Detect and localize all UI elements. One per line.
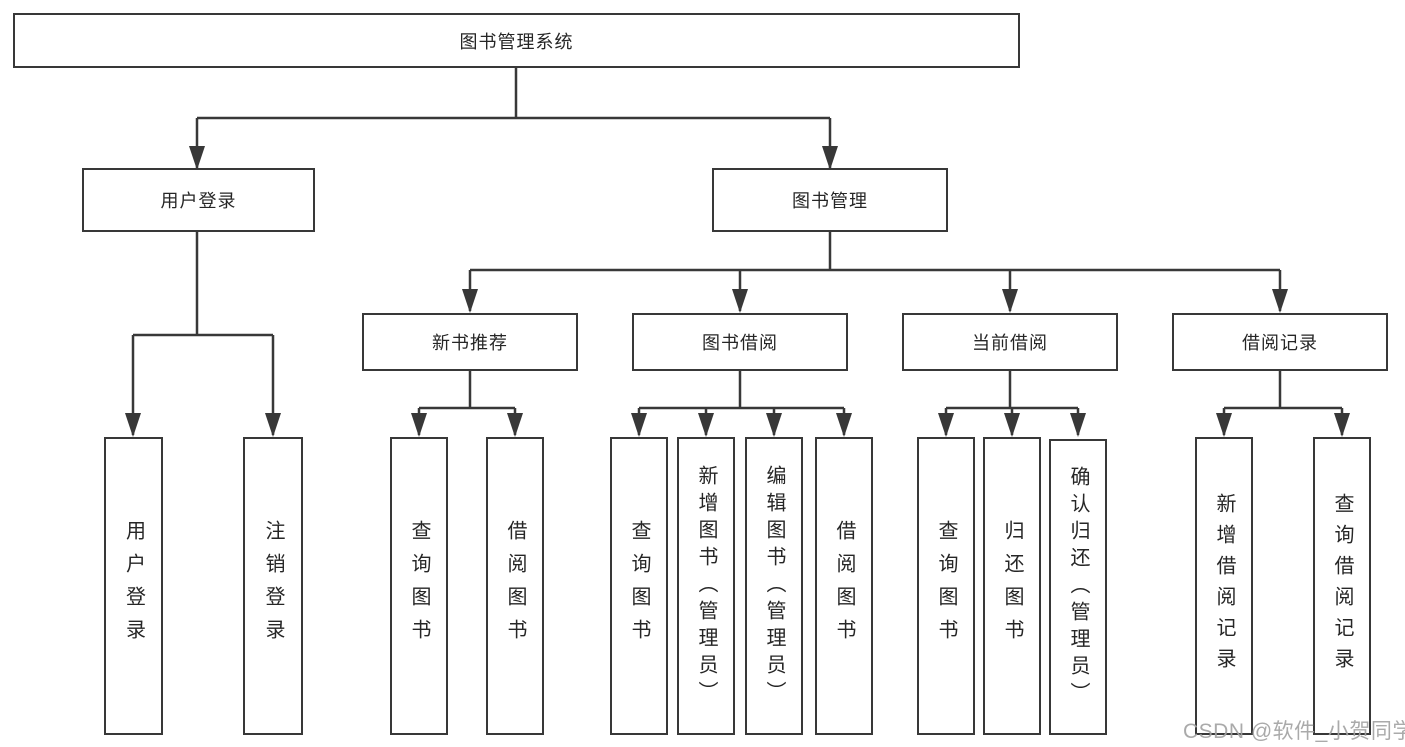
node-label: 查询图书 bbox=[628, 520, 650, 652]
leaf-logout: 注销登录 bbox=[243, 437, 303, 735]
leaf-borrow-books: 借阅图书 bbox=[815, 437, 873, 735]
arrowhead-icon bbox=[732, 289, 748, 313]
leaf-add-book-admin: 新增图书（管理员） bbox=[677, 437, 735, 735]
node-label: 借阅记录 bbox=[1242, 333, 1318, 353]
node-label: 注销登录 bbox=[262, 520, 284, 652]
arrowhead-icon bbox=[1272, 289, 1288, 313]
leaf-confirm-return-admin: 确认归还（管理员） bbox=[1049, 439, 1107, 735]
node-label: 图书管理系统 bbox=[459, 31, 574, 52]
leaf-user-login: 用户登录 bbox=[104, 437, 163, 735]
node-label: 新增借阅记录 bbox=[1213, 493, 1235, 679]
arrowhead-icon bbox=[1070, 413, 1086, 437]
arrowhead-icon bbox=[836, 413, 852, 437]
node-label: 图书管理 bbox=[792, 191, 868, 211]
leaf-query-books: 查询图书 bbox=[390, 437, 448, 735]
arrowhead-icon bbox=[938, 413, 954, 437]
arrowhead-icon bbox=[1216, 413, 1232, 437]
node-label: 确认归还（管理员） bbox=[1067, 465, 1089, 709]
arrowhead-icon bbox=[766, 413, 782, 437]
arrowhead-icon bbox=[265, 413, 281, 437]
arrowhead-icon bbox=[462, 289, 478, 313]
node-label: 查询图书 bbox=[408, 520, 430, 652]
node-label: 查询借阅记录 bbox=[1331, 493, 1353, 679]
node-label: 查询图书 bbox=[935, 520, 957, 652]
leaf-query-borrow-record: 查询借阅记录 bbox=[1313, 437, 1371, 735]
node-library-management-system: 图书管理系统 bbox=[13, 13, 1020, 68]
node-book-borrowing: 图书借阅 bbox=[632, 313, 848, 371]
arrowhead-icon bbox=[631, 413, 647, 437]
arrowhead-icon bbox=[1334, 413, 1350, 437]
node-label: 当前借阅 bbox=[972, 333, 1048, 353]
leaf-edit-book-admin: 编辑图书（管理员） bbox=[745, 437, 803, 735]
node-label: 用户登录 bbox=[160, 191, 237, 211]
csdn-watermark: CSDN @软件_小贺同学 bbox=[1183, 720, 1405, 743]
leaf-borrow-books: 借阅图书 bbox=[486, 437, 544, 735]
arrowhead-icon bbox=[411, 413, 427, 437]
node-label: 编辑图书（管理员） bbox=[763, 464, 785, 708]
node-user-login-branch: 用户登录 bbox=[82, 168, 315, 232]
node-label: 图书借阅 bbox=[702, 333, 778, 353]
node-new-book-recommend: 新书推荐 bbox=[362, 313, 578, 371]
leaf-query-books: 查询图书 bbox=[610, 437, 668, 735]
leaf-return-books: 归还图书 bbox=[983, 437, 1041, 735]
arrowhead-icon bbox=[1004, 413, 1020, 437]
node-current-borrowing: 当前借阅 bbox=[902, 313, 1118, 371]
arrowhead-icon bbox=[822, 146, 838, 170]
arrowhead-icon bbox=[1002, 289, 1018, 313]
node-label: 新书推荐 bbox=[432, 333, 508, 353]
leaf-add-borrow-record: 新增借阅记录 bbox=[1195, 437, 1253, 735]
arrowhead-icon bbox=[507, 413, 523, 437]
node-book-management-branch: 图书管理 bbox=[712, 168, 948, 232]
node-label: 用户登录 bbox=[122, 520, 145, 652]
node-label: 新增图书（管理员） bbox=[695, 464, 717, 708]
node-label: 归还图书 bbox=[1001, 520, 1023, 652]
arrowhead-icon bbox=[698, 413, 714, 437]
node-label: 借阅图书 bbox=[504, 520, 526, 652]
node-label: 借阅图书 bbox=[833, 520, 855, 652]
leaf-query-books: 查询图书 bbox=[917, 437, 975, 735]
arrowhead-icon bbox=[189, 146, 205, 170]
node-borrowing-records: 借阅记录 bbox=[1172, 313, 1388, 371]
arrowhead-icon bbox=[125, 413, 141, 437]
